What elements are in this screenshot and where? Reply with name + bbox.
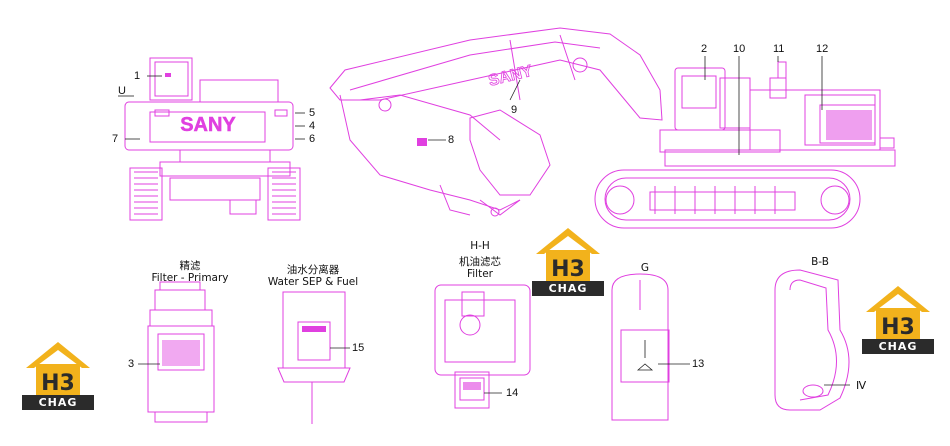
callout-5: 5 — [309, 107, 316, 119]
filter-primary-title-cn: 精滤 — [179, 260, 201, 272]
watermark-house-icon: H3 — [536, 228, 600, 282]
bb-view-title: B-B — [811, 256, 829, 268]
svg-text:H3: H3 — [41, 371, 75, 396]
callout-3: 3 — [128, 358, 135, 370]
svg-text:H3: H3 — [881, 315, 915, 340]
side-view — [329, 27, 896, 229]
front-brand-logo: SANY — [180, 114, 236, 136]
filter-primary-drawing — [147, 281, 215, 423]
callout-7: 7 — [112, 133, 119, 145]
decal-15 — [302, 326, 326, 332]
watermark-logo: H3 CHAG — [862, 282, 934, 354]
water-sep-title-cn: 油水分离器 — [286, 264, 340, 276]
svg-text:H3: H3 — [551, 257, 585, 282]
callout-15: 15 — [352, 342, 365, 354]
callout-12: 12 — [816, 43, 829, 55]
hh-title: H-H — [470, 240, 490, 252]
decal-8 — [417, 138, 427, 146]
callout-8: 8 — [448, 134, 455, 146]
boom-brand-logo: SANY — [487, 63, 535, 90]
hh-title-cn: 机油滤芯 — [459, 256, 501, 268]
watermark-house-icon: H3 — [26, 342, 90, 396]
front-view — [124, 57, 301, 221]
callout-4: 4 — [309, 120, 316, 132]
callout-2: 2 — [701, 43, 708, 55]
callout-13: 13 — [692, 358, 705, 370]
callout-14: 14 — [506, 387, 519, 399]
watermark-text: CHAG — [532, 281, 604, 296]
g-view-drawing — [611, 273, 670, 421]
callout-10: 10 — [733, 43, 746, 55]
filter-primary-title-en: Filter - Primary — [151, 272, 229, 284]
bb-view-drawing — [774, 269, 850, 411]
callout-9: 9 — [511, 104, 518, 116]
watermark-logo: H3 CHAG — [22, 338, 94, 410]
decal-12 — [826, 110, 872, 140]
watermark-logo: H3 CHAG — [532, 224, 604, 296]
watermark-text: CHAG — [22, 395, 94, 410]
watermark-text: CHAG — [862, 339, 934, 354]
watermark-house-icon: H3 — [866, 286, 930, 340]
hh-filter-drawing — [434, 284, 531, 409]
callout-iv: Ⅳ — [856, 380, 867, 392]
decal-14 — [463, 382, 481, 390]
hh-title-en: Filter — [466, 268, 493, 280]
callout-11: 11 — [773, 43, 785, 55]
decal-1 — [165, 73, 171, 77]
callout-6: 6 — [309, 133, 316, 145]
water-sep-title-en: Water SEP & Fuel — [267, 276, 359, 288]
water-separator-drawing — [277, 291, 351, 424]
callout-u: U — [118, 85, 126, 97]
callout-1: 1 — [134, 70, 141, 82]
decal-3 — [162, 340, 200, 366]
g-view-title: G — [640, 262, 650, 274]
